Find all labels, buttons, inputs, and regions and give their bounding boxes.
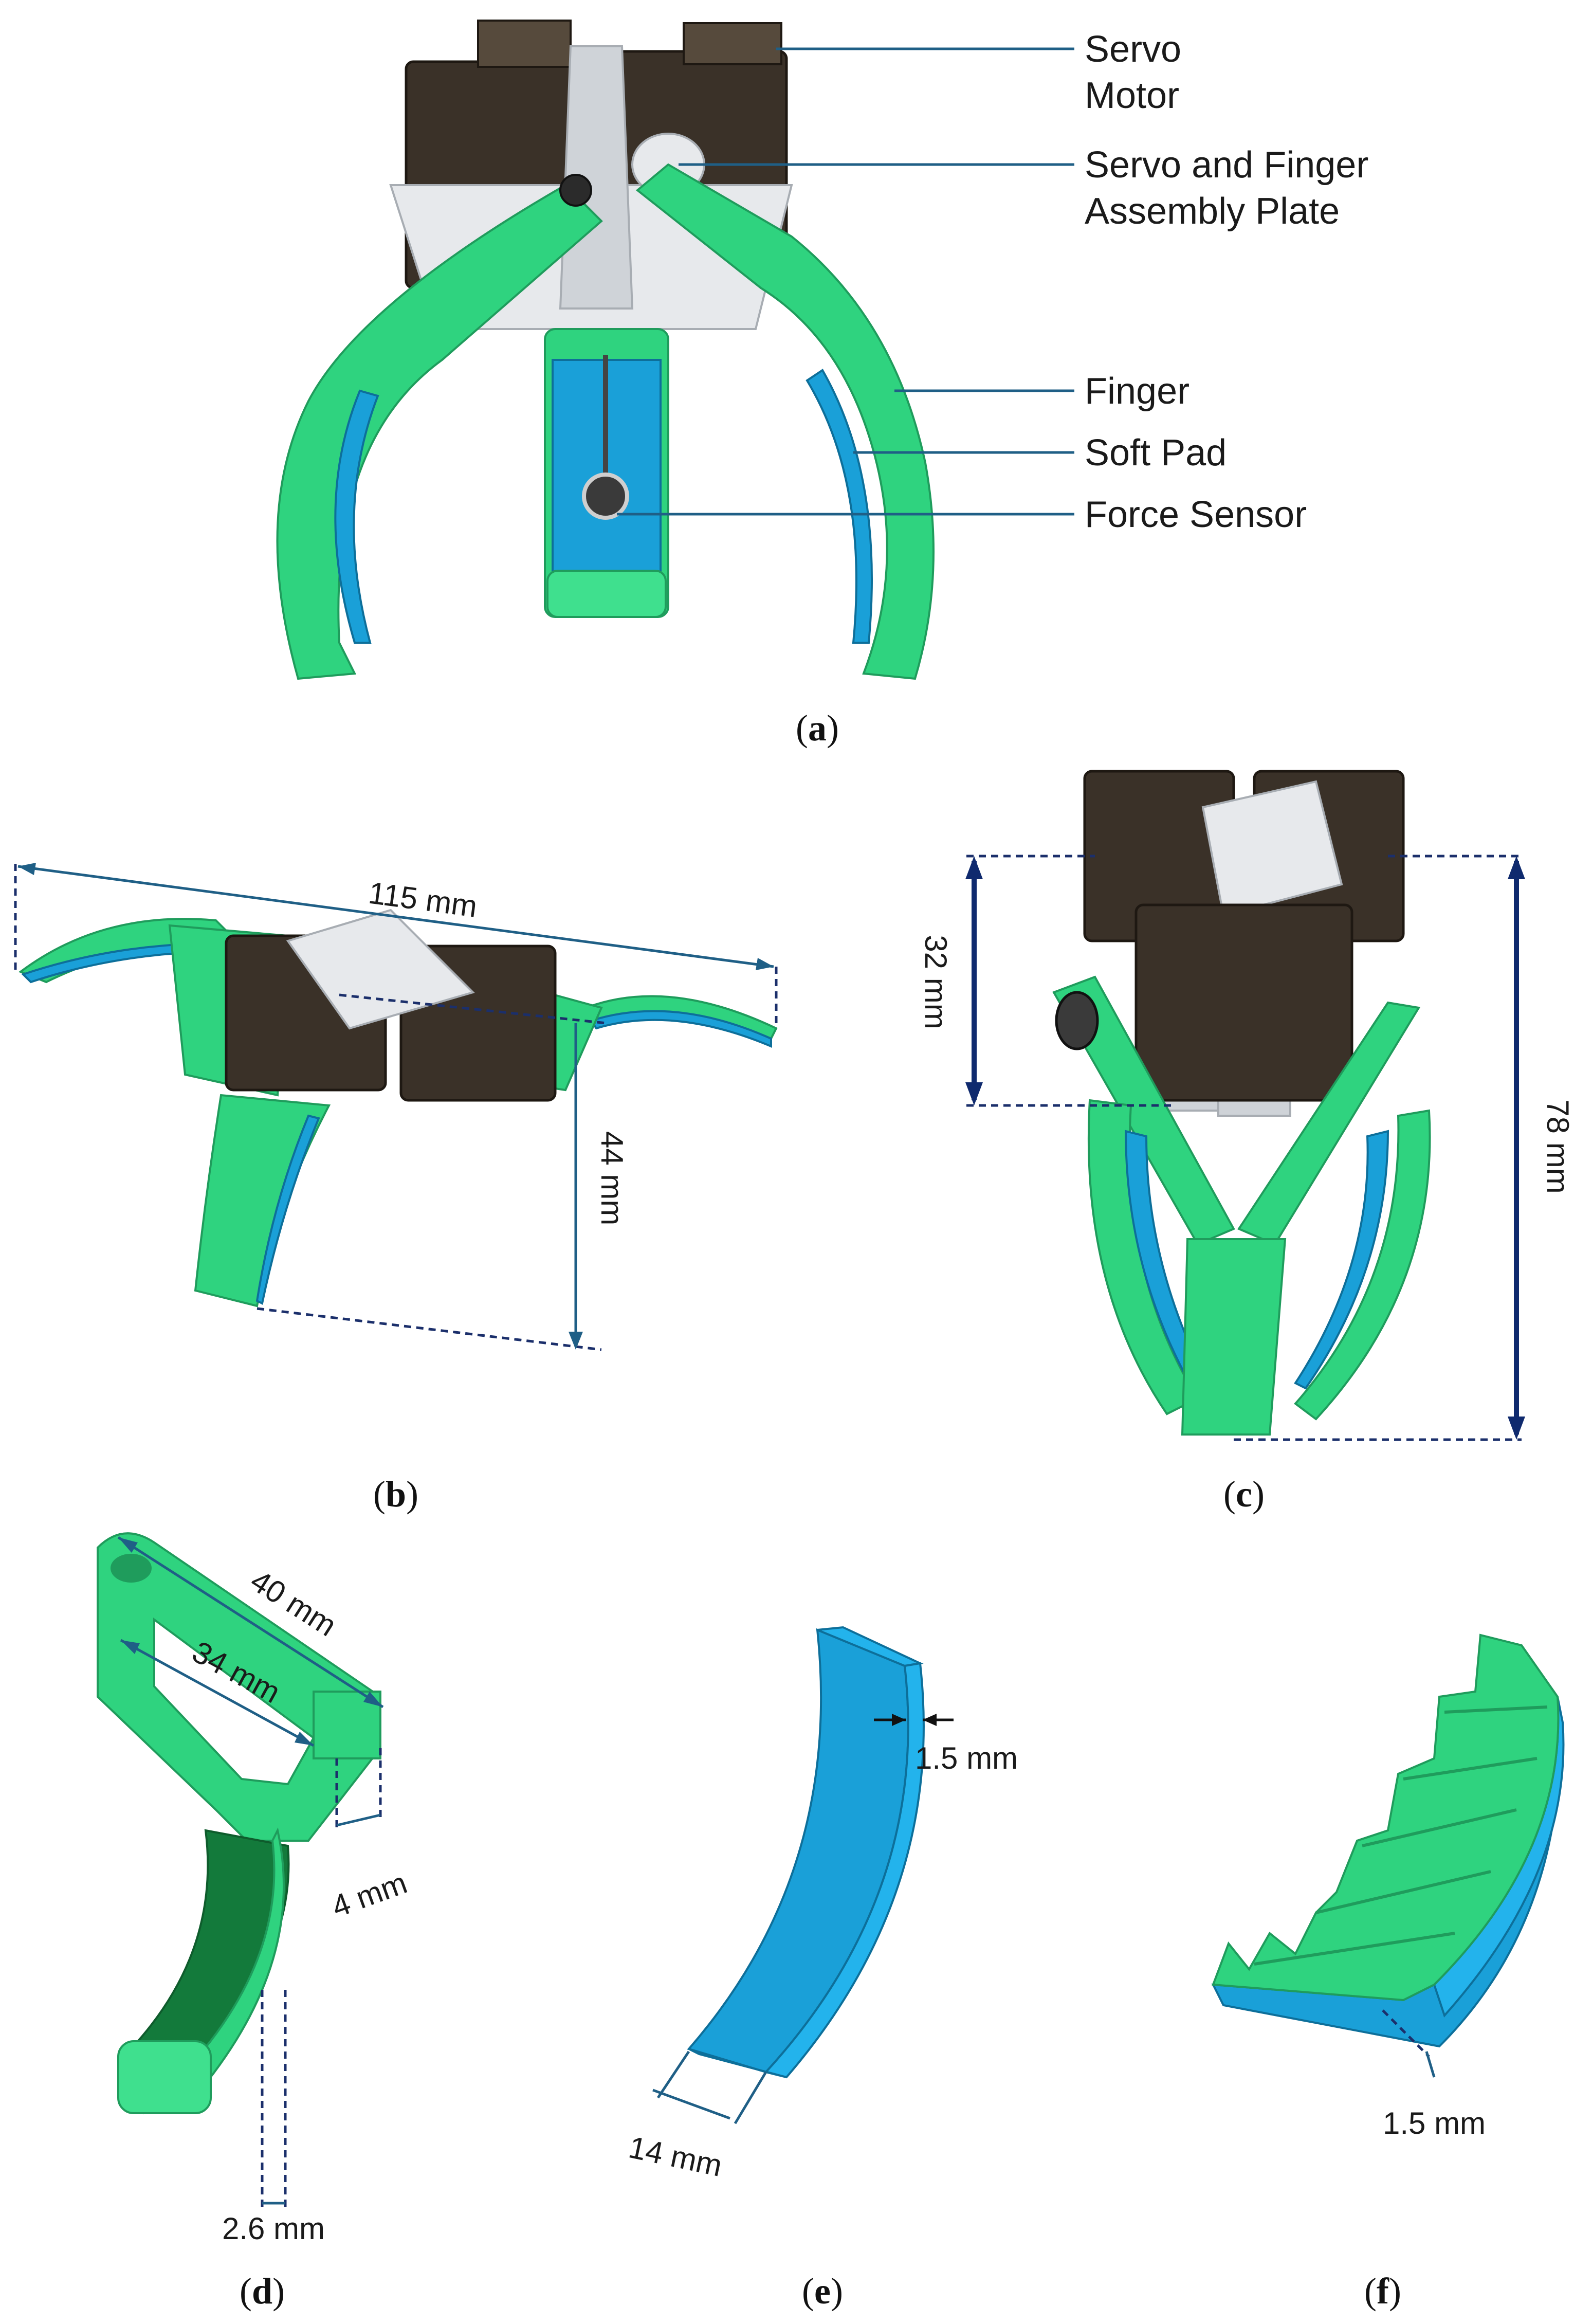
dim-4-label: 4 mm [327, 1865, 412, 1924]
dim-14-label: 14 mm [626, 2130, 725, 2183]
soft-pad-bottom-edge [688, 2048, 787, 2078]
gripper-front-render [276, 20, 935, 680]
caption-d: (d) [240, 2271, 285, 2312]
label-plate-line2: Assembly Plate [1085, 191, 1340, 232]
soft-pad-render [687, 1626, 925, 2079]
assembly-plate [286, 909, 475, 1030]
dim-44-ext-bottom [257, 1307, 602, 1351]
gripper-side-render [18, 909, 778, 1308]
dim-34-line [120, 1639, 315, 1747]
dim-40-arrow-right [363, 1692, 383, 1707]
dim-40-arrow-left [118, 1537, 138, 1553]
dim-78-label: 78 mm [1541, 1099, 1574, 1193]
finger-left [276, 184, 603, 680]
label-plate-line1: Servo and Finger [1085, 144, 1368, 186]
finger-right [1294, 1109, 1431, 1421]
pivot-screw [559, 174, 592, 207]
label-servo-motor-line2: Motor [1085, 75, 1179, 116]
caption-a: (a) [796, 707, 839, 749]
ridged-pad-render [1211, 1633, 1565, 2048]
panel-c: 32 mm 78 mm (c) [919, 770, 1574, 1515]
servo-bracket-right [683, 22, 782, 65]
label-force-sensor: Force Sensor [1085, 494, 1307, 535]
dim-115-arrow-left [18, 863, 36, 875]
soft-pad-right [806, 369, 873, 644]
dim-34-arrow-right [295, 1732, 314, 1746]
servo-bracket-left [477, 20, 572, 68]
dim-115-arrow-right [756, 958, 774, 970]
caption-e: (e) [802, 2271, 843, 2312]
soft-pad-right [1294, 1130, 1389, 1390]
panel-b: 115 mm 44 mm (b) [14, 863, 778, 1515]
finger-arm-left [1052, 975, 1235, 1246]
dim-1-5-arrowhead-right [923, 1714, 937, 1726]
dim-40-line [117, 1536, 384, 1709]
assembly-plate [1201, 780, 1343, 917]
soft-pad-face [687, 1628, 909, 2074]
finger-center [1181, 1238, 1287, 1436]
panel-a: Servo Motor Servo and Finger Assembly Pl… [276, 20, 1368, 749]
panel-d: 40 mm 34 mm 4 mm 2.6 mm (d) [97, 1532, 412, 2312]
dim-44-arrow [569, 1332, 583, 1350]
finger-center-tip [546, 570, 667, 618]
dim-1-5-label-e: 1.5 mm [915, 1741, 1018, 1775]
dim-4-line [336, 1813, 381, 1827]
dim-2-6-label: 2.6 mm [222, 2211, 325, 2246]
pivot-hole [111, 1554, 152, 1583]
label-soft-pad: Soft Pad [1085, 432, 1227, 474]
dim-1-5-arrowhead-left [892, 1714, 906, 1726]
caption-f: (f) [1364, 2271, 1401, 2312]
gripper-top-render [1052, 770, 1431, 1436]
soft-pad-left [334, 389, 379, 644]
label-finger: Finger [1085, 371, 1189, 412]
soft-pad-right [589, 1010, 772, 1048]
dim-1-5-ext [1382, 2009, 1430, 2058]
dim-1-5-label-f: 1.5 mm [1383, 2106, 1486, 2140]
soft-pad-bottom [255, 1114, 320, 1305]
dim-34-arrow-left [121, 1640, 140, 1654]
dim-78-arrow-top [1508, 856, 1525, 879]
caption-b: (b) [373, 1474, 418, 1515]
dim-1-5-line-f [1425, 2051, 1436, 2078]
dim-44-label: 44 mm [595, 1131, 629, 1225]
dim-32-arrow-bottom [965, 1082, 983, 1105]
dim-32-label: 32 mm [919, 935, 953, 1029]
dim-78-arrow-bottom [1508, 1417, 1525, 1440]
ridged-pad-rib-lines [1254, 1705, 1548, 1966]
caption-c: (c) [1223, 1474, 1265, 1515]
label-servo-motor-line1: Servo [1085, 29, 1181, 70]
pivot-screw [1055, 991, 1099, 1050]
force-sensor-disk [582, 473, 629, 520]
ridged-pad-ribs [1212, 1633, 1560, 2002]
dim-32-arrow-top [965, 856, 983, 879]
dim-14-ext-right [734, 2071, 767, 2125]
finger-right [635, 163, 935, 680]
finger-tip [117, 2040, 212, 2114]
dim-115-line [17, 865, 774, 968]
dim-44-ext-top [339, 993, 607, 1025]
servo-motor-front [1134, 903, 1353, 1102]
panel-f: 1.5 mm (f) [1211, 1633, 1565, 2312]
dim-14-ext-left [656, 2050, 690, 2099]
dim-14-line [652, 2089, 730, 2120]
panel-e: 1.5 mm 14 mm (e) [626, 1626, 1018, 2312]
